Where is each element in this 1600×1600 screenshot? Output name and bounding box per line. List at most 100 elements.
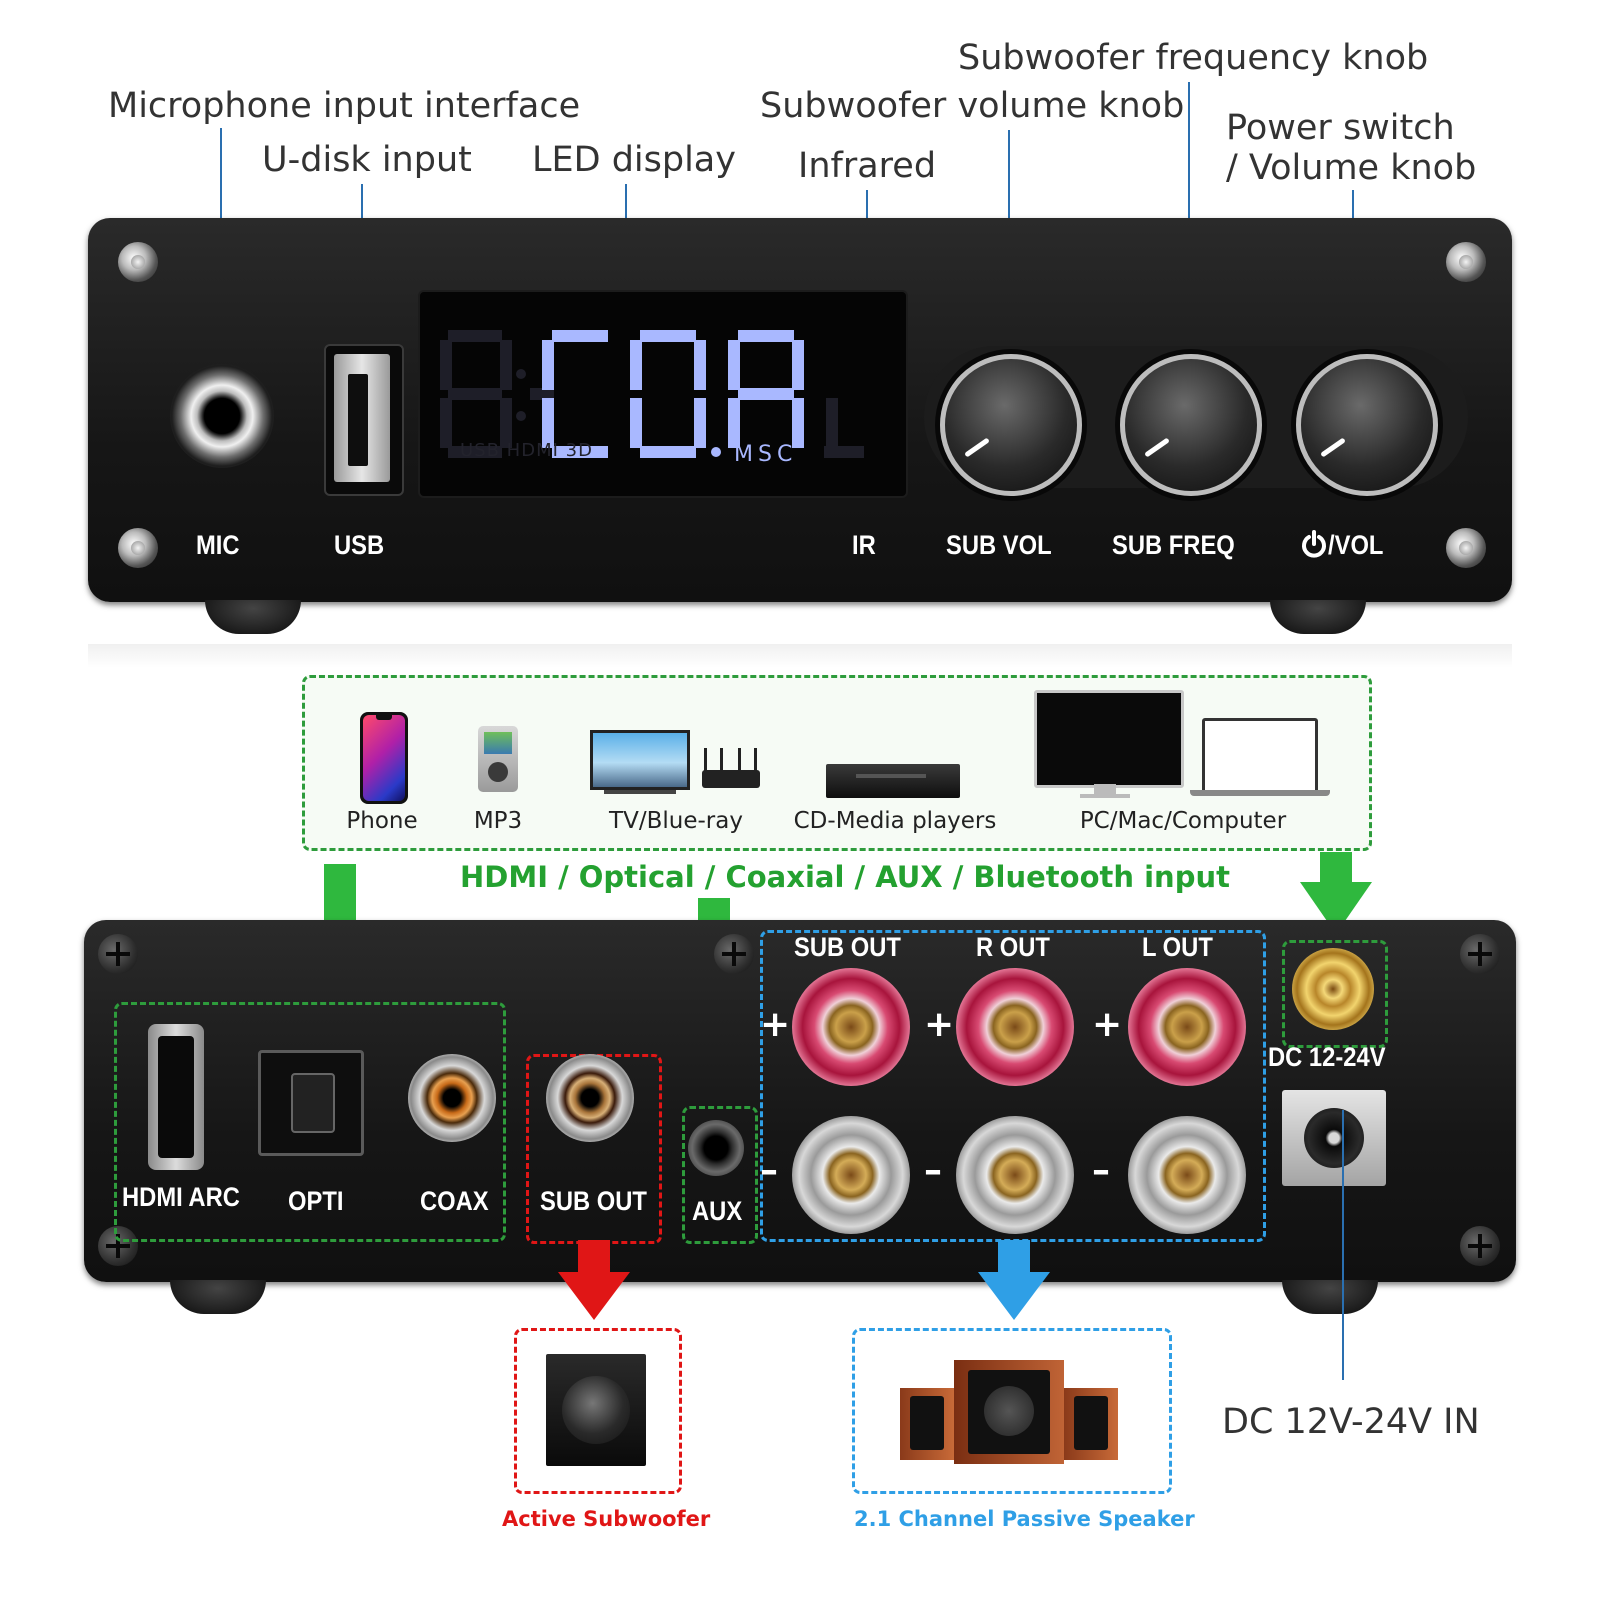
plus-sign: + [760, 1004, 791, 1045]
device-label-mp3: MP3 [473, 808, 523, 834]
label-ir: IR [852, 530, 876, 560]
cd-player-icon [826, 764, 960, 798]
screw-icon [1460, 934, 1500, 974]
sub-out-rca-port[interactable] [546, 1054, 634, 1142]
minus-sign: – [924, 1150, 942, 1191]
minus-sign: – [1092, 1150, 1110, 1191]
speaker-center-icon [954, 1360, 1064, 1464]
callout-led: LED display [532, 140, 736, 180]
reflection [88, 644, 1512, 668]
plus-sign: + [1092, 1004, 1123, 1045]
label-hdmi-arc: HDMI ARC [122, 1182, 240, 1212]
device-label-cd: CD-Media players [793, 808, 997, 834]
label-passive-speaker: 2.1 Channel Passive Speaker [854, 1507, 1195, 1531]
callout-sub-frequency: Subwoofer frequency knob [958, 38, 1429, 78]
screw-icon [98, 1226, 138, 1266]
screw-icon [1446, 242, 1486, 282]
screw-icon [118, 242, 158, 282]
tv-icon [590, 730, 690, 790]
router-antenna [720, 748, 723, 772]
passive-speaker-box [852, 1328, 1172, 1494]
screw-icon [714, 934, 754, 974]
usb-port[interactable] [324, 344, 404, 496]
label-active-subwoofer: Active Subwoofer [502, 1507, 711, 1531]
device-label-phone: Phone [346, 808, 418, 834]
r-out-plus-terminal[interactable] [956, 968, 1074, 1086]
screw-icon [1460, 1226, 1500, 1266]
callout-udisk: U-disk input [262, 140, 472, 180]
r-out-minus-terminal[interactable] [956, 1116, 1074, 1234]
screw-icon [1446, 528, 1486, 568]
sub-vol-knob[interactable] [940, 354, 1082, 496]
router-antenna [704, 748, 707, 772]
label-vol: /VOL [1328, 530, 1384, 560]
router-antenna [754, 748, 757, 772]
tv-stand [604, 790, 676, 794]
l-out-plus-terminal[interactable] [1128, 968, 1246, 1086]
mic-jack[interactable] [170, 364, 274, 468]
laptop-base [1190, 790, 1330, 796]
coax-port[interactable] [408, 1054, 496, 1142]
label-sub-freq: SUB FREQ [1112, 530, 1235, 560]
monitor-stand [1094, 784, 1116, 794]
optical-port[interactable] [258, 1050, 364, 1156]
aux-jack[interactable] [688, 1120, 744, 1176]
input-types-label: HDMI / Optical / Coaxial / AUX / Bluetoo… [460, 860, 1230, 894]
dc-power-jack[interactable] [1282, 1090, 1386, 1186]
screw-icon [118, 528, 158, 568]
sub-freq-knob[interactable] [1120, 354, 1262, 496]
seven-segment-digits [440, 330, 864, 458]
callout-sub-volume: Subwoofer volume knob [760, 86, 1185, 126]
label-opti: OPTI [288, 1186, 344, 1216]
speaker-right-icon [1064, 1388, 1118, 1460]
mp3-player-icon [478, 726, 518, 792]
hdmi-port[interactable] [148, 1024, 204, 1170]
callout-dc-in: DC 12V-24V IN [1222, 1402, 1480, 1442]
label-mic: MIC [196, 530, 240, 560]
phone-icon [360, 712, 408, 804]
display-faint-text: USB HDMI 3D [460, 440, 593, 461]
volume-knob[interactable] [1296, 354, 1438, 496]
label-aux: AUX [692, 1196, 743, 1226]
antenna-connector[interactable] [1292, 948, 1374, 1030]
device-label-pc: PC/Mac/Computer [1079, 808, 1287, 834]
sub-out-minus-terminal[interactable] [792, 1116, 910, 1234]
power-icon [1302, 530, 1326, 558]
router-antenna [738, 748, 741, 772]
monitor-base [1080, 794, 1130, 798]
l-out-minus-terminal[interactable] [1128, 1116, 1246, 1234]
display-mode-text: MSC [734, 442, 798, 467]
screw-icon [98, 934, 138, 974]
label-dc-12-24v: DC 12-24V [1268, 1042, 1386, 1072]
arrow-down-icon [558, 1240, 630, 1320]
callout-power-line1: Power switch [1226, 108, 1455, 148]
monitor-icon [1034, 690, 1184, 788]
router-icon [702, 770, 760, 788]
aux-box [682, 1106, 758, 1244]
callout-power-line2: / Volume knob [1226, 148, 1477, 188]
arrow-down-icon [978, 1240, 1050, 1320]
speaker-left-icon [900, 1388, 954, 1460]
laptop-icon [1202, 718, 1318, 794]
inputs-box [114, 1002, 506, 1242]
plus-sign: + [924, 1004, 955, 1045]
foot [1270, 600, 1366, 634]
callout-infrared: Infrared [798, 146, 937, 186]
foot [170, 1280, 266, 1314]
label-r-out: R OUT [976, 932, 1050, 962]
callout-microphone: Microphone input interface [108, 86, 581, 126]
foot [1282, 1280, 1378, 1314]
label-l-out: L OUT [1142, 932, 1213, 962]
front-panel: USB HDMI 3D MSC MIC USB IR SUB VOL SUB F… [88, 218, 1512, 602]
sub-out-plus-terminal[interactable] [792, 968, 910, 1086]
subwoofer-icon [546, 1354, 646, 1466]
bluetooth-antenna-box [1282, 940, 1388, 1048]
label-coax: COAX [420, 1186, 489, 1216]
label-sub-out-terminal: SUB OUT [794, 932, 901, 962]
callout-line-dc [1342, 1110, 1344, 1380]
device-label-tv: TV/Blue-ray [609, 808, 743, 834]
back-panel: SUB OUT R OUT L OUT + + + – – – DC 12-24… [84, 920, 1516, 1282]
arrow-down-icon [1300, 852, 1372, 934]
label-usb: USB [334, 530, 385, 560]
label-sub-out: SUB OUT [540, 1186, 647, 1216]
